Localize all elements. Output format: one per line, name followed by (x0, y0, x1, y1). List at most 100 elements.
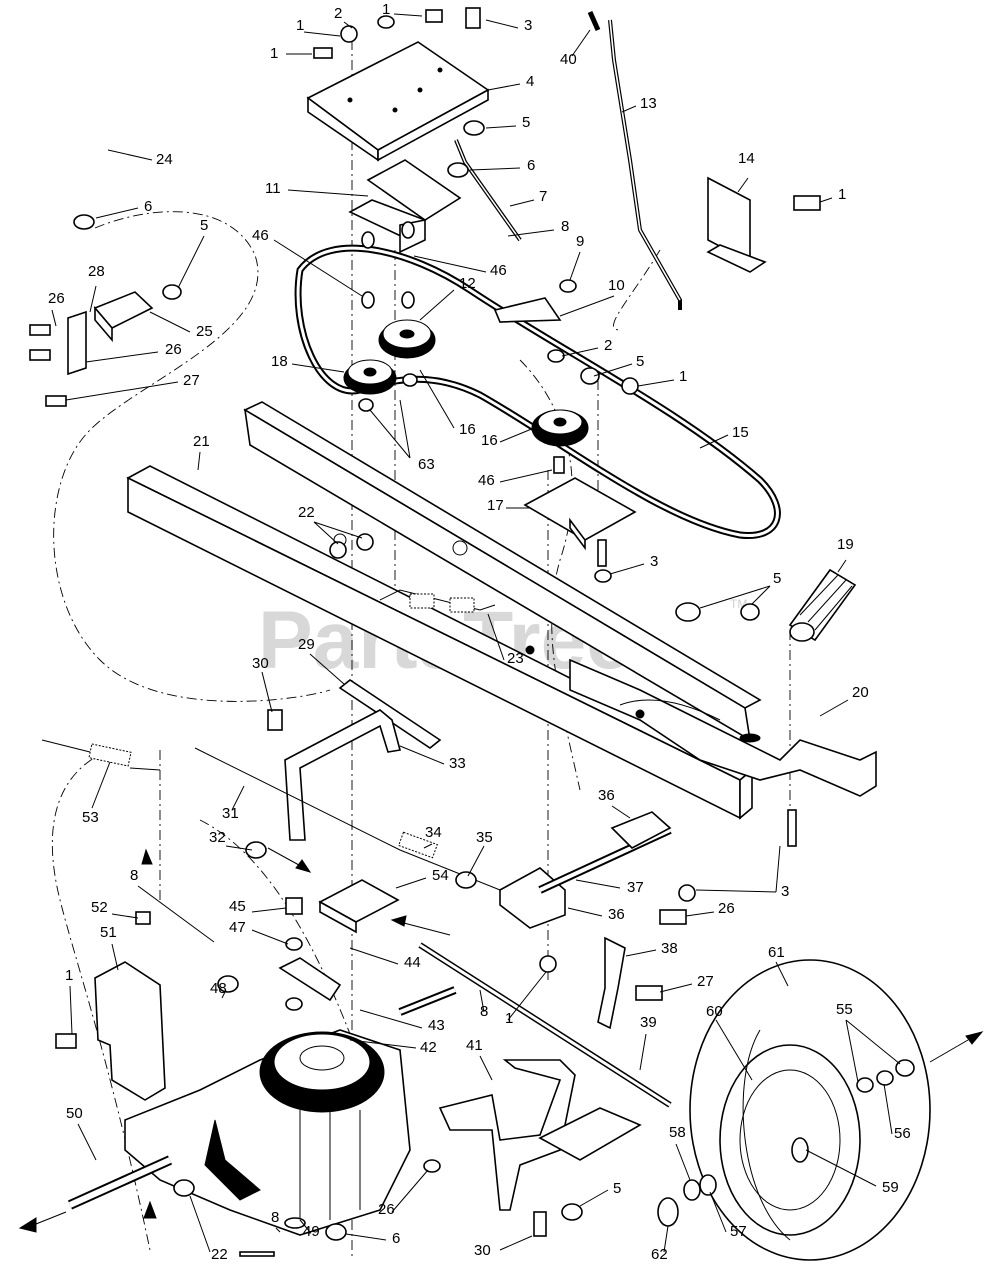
callout-4: 4 (526, 73, 534, 90)
part-14-bracket (706, 176, 767, 273)
callout-51: 51 (100, 924, 117, 941)
part-61-rear-wheel (689, 959, 931, 1261)
callout-8: 8 (130, 867, 138, 884)
part-20-main-frame (126, 465, 877, 820)
callout-42: 42 (420, 1039, 437, 1056)
callout-31: 31 (222, 805, 239, 822)
callout-22: 22 (211, 1246, 228, 1263)
part-4-cover-plate (306, 41, 490, 162)
callout-2: 2 (334, 5, 342, 22)
callout-46: 46 (478, 472, 495, 489)
callout-15: 15 (732, 424, 749, 441)
callout-5: 5 (522, 114, 530, 131)
callout-19: 19 (837, 536, 854, 553)
callout-16: 16 (459, 421, 476, 438)
callout-3: 3 (650, 553, 658, 570)
callout-13: 13 (640, 95, 657, 112)
callout-39: 39 (640, 1014, 657, 1031)
part-26-bolts-left (29, 324, 67, 407)
callout-1: 1 (679, 368, 687, 385)
part-28-plate (67, 310, 87, 376)
callout-58: 58 (669, 1124, 686, 1141)
part-53-spring (41, 739, 161, 771)
callout-28: 28 (88, 263, 105, 280)
callout-8: 8 (561, 218, 569, 235)
callout-25: 25 (196, 323, 213, 340)
callout-61: 61 (768, 944, 785, 961)
callout-53: 53 (82, 809, 99, 826)
part-25-bracket (93, 291, 154, 343)
callout-26: 26 (718, 900, 735, 917)
callout-49: 49 (303, 1223, 320, 1240)
callout-30: 30 (474, 1242, 491, 1259)
callout-6: 6 (392, 1230, 400, 1247)
callout-2: 2 (604, 337, 612, 354)
callout-55: 55 (836, 1001, 853, 1018)
callout-46: 46 (252, 227, 269, 244)
callout-12: 12 (459, 275, 476, 292)
callout-11: 11 (265, 180, 281, 197)
callout-35: 35 (476, 829, 493, 846)
callout-24: 24 (156, 151, 173, 168)
callout-20: 20 (852, 684, 869, 701)
callout-62: 62 (651, 1246, 668, 1263)
part-17-idler-bracket (523, 477, 637, 551)
callout-34: 34 (425, 824, 442, 841)
callout-30: 30 (252, 655, 269, 672)
part-7-rod (454, 139, 522, 242)
callout-9: 9 (576, 233, 584, 250)
part-36-37-pivot (499, 811, 672, 929)
callout-8: 8 (271, 1209, 279, 1226)
callout-46: 46 (490, 262, 507, 279)
callout-48: 48 (210, 980, 227, 997)
part-16-pulley-upper (378, 319, 436, 359)
callout-38: 38 (661, 940, 678, 957)
callout-57: 57 (730, 1223, 747, 1240)
callout-59: 59 (882, 1179, 899, 1196)
callout-41: 41 (466, 1037, 483, 1054)
part-21-frame-rail-upper (243, 401, 762, 742)
callout-27: 27 (183, 372, 200, 389)
callout-36: 36 (598, 787, 615, 804)
part-29-lever (338, 679, 442, 749)
callout-63: 63 (418, 456, 435, 473)
callout-5: 5 (636, 353, 644, 370)
part-51-bracket (94, 961, 166, 1101)
callout-3: 3 (524, 17, 532, 34)
callout-1: 1 (296, 17, 304, 34)
callout-44: 44 (404, 954, 421, 971)
part-49-transaxle (67, 1029, 411, 1236)
part-19-roller (788, 568, 857, 642)
callout-33: 33 (449, 755, 466, 772)
part-41-lever-bracket (438, 1059, 642, 1211)
callout-36: 36 (608, 906, 625, 923)
callout-1: 1 (65, 967, 73, 984)
part-10-arm (493, 297, 562, 323)
part-23-springs (379, 589, 496, 613)
callout-60: 60 (706, 1003, 723, 1020)
callout-26: 26 (378, 1201, 395, 1218)
callout-45: 45 (229, 898, 246, 915)
part-55-56-washers (856, 1059, 915, 1093)
callout-47: 47 (229, 919, 246, 936)
callout-14: 14 (738, 150, 755, 167)
callout-6: 6 (527, 157, 535, 174)
callout-22: 22 (298, 504, 315, 521)
callout-27: 27 (697, 973, 714, 990)
callout-54: 54 (432, 867, 449, 884)
callout-40: 40 (560, 51, 577, 68)
callout-6: 6 (144, 198, 152, 215)
callout-26: 26 (48, 290, 65, 307)
part-43-44-shaft (278, 957, 457, 1016)
callout-5: 5 (200, 217, 208, 234)
callout-8: 8 (480, 1003, 488, 1020)
callout-26: 26 (165, 341, 182, 358)
callout-3: 3 (781, 883, 789, 900)
callout-56: 56 (894, 1125, 911, 1142)
leader-lines (51, 13, 901, 1253)
callout-23: 23 (507, 650, 524, 667)
part-13-rod (587, 10, 682, 310)
fasteners (55, 7, 821, 1257)
